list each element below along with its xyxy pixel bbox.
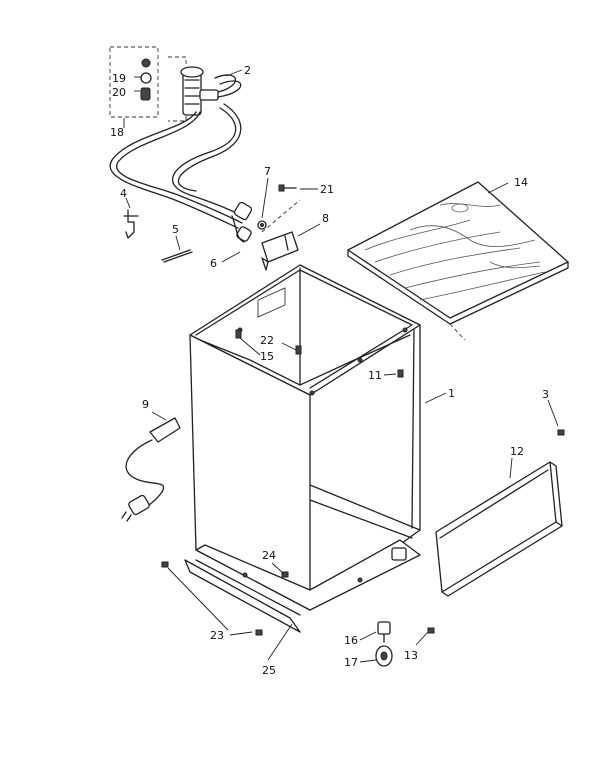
label-part-23: 23 bbox=[210, 629, 224, 642]
label-part-16: 16 bbox=[344, 634, 358, 647]
label-part-15: 15 bbox=[260, 350, 274, 363]
label-part-18: 18 bbox=[110, 126, 124, 139]
label-part-5: 5 bbox=[172, 223, 179, 236]
part-number-labels: 2 19 20 18 4 5 6 7 21 8 14 1 3 12 11 9 2… bbox=[110, 64, 549, 677]
label-part-19: 19 bbox=[112, 72, 126, 85]
cabinet-base bbox=[184, 539, 421, 633]
label-part-3: 3 bbox=[542, 388, 549, 401]
label-part-12: 12 bbox=[510, 445, 524, 458]
label-part-25: 25 bbox=[262, 664, 276, 677]
leader-lines bbox=[123, 69, 559, 663]
label-part-17: 17 bbox=[344, 656, 358, 669]
mounting-bracket-parts bbox=[257, 184, 301, 271]
label-part-20: 20 bbox=[112, 86, 126, 99]
rear-access-panel bbox=[435, 461, 563, 597]
label-part-24: 24 bbox=[262, 549, 276, 562]
fastener-screws bbox=[161, 329, 565, 636]
hose-clip-and-tie bbox=[123, 209, 193, 263]
label-part-11: 11 bbox=[368, 369, 382, 382]
power-cord bbox=[121, 417, 181, 522]
label-part-22: 22 bbox=[260, 334, 274, 347]
label-part-7: 7 bbox=[264, 165, 271, 178]
label-part-13: 13 bbox=[404, 649, 418, 662]
water-inlet-valve-and-hose bbox=[109, 46, 253, 243]
cabinet-top-board bbox=[347, 181, 569, 341]
label-part-14: 14 bbox=[514, 176, 528, 189]
leveling-legs bbox=[375, 621, 393, 667]
label-part-9: 9 bbox=[142, 398, 149, 411]
label-part-8: 8 bbox=[322, 212, 329, 225]
label-part-21: 21 bbox=[320, 183, 334, 196]
label-part-2: 2 bbox=[244, 64, 251, 77]
label-part-6: 6 bbox=[210, 257, 217, 270]
label-part-4: 4 bbox=[120, 187, 127, 200]
label-part-1: 1 bbox=[448, 387, 455, 400]
